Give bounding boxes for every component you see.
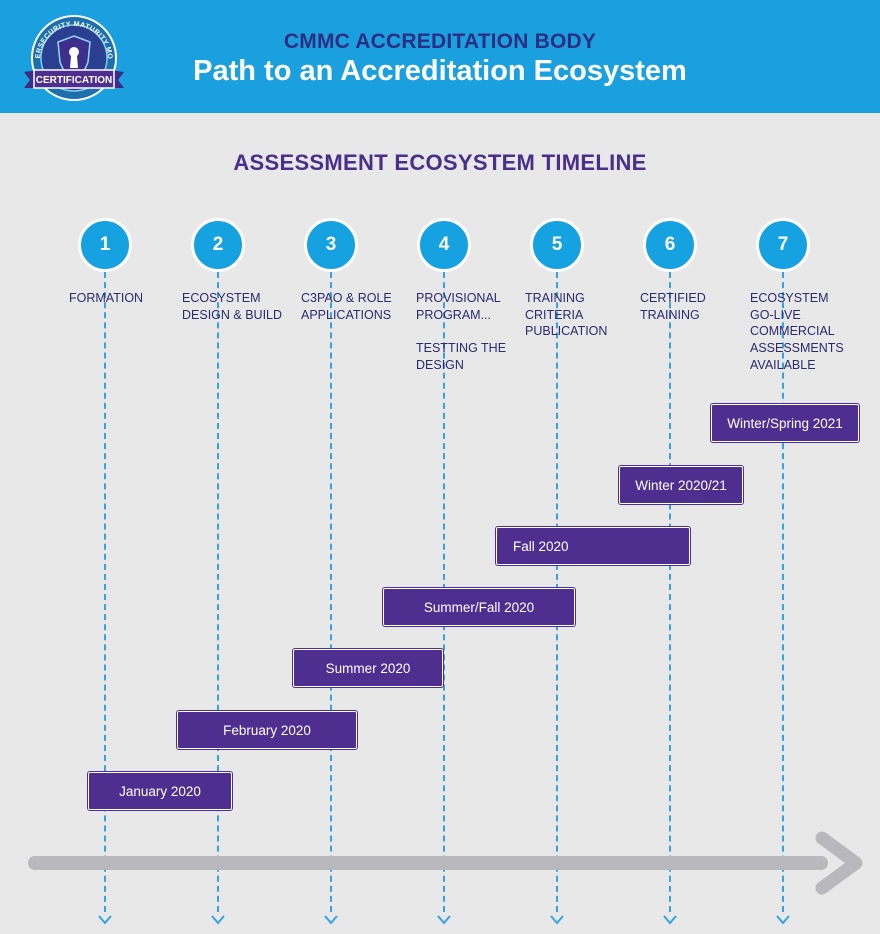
timeline-dashed-line <box>330 272 332 912</box>
chevron-down-icon <box>324 915 338 925</box>
step-3-circle: 3 <box>304 218 358 272</box>
step-5-circle: 5 <box>530 218 584 272</box>
timeline-dashed-line <box>217 272 219 912</box>
period-january-2020: January 2020 <box>88 772 232 810</box>
period-winter-2020-21: Winter 2020/21 <box>619 466 743 504</box>
period-summer-2020: Summer 2020 <box>293 649 443 687</box>
period-fall-2020: Fall 2020 <box>496 527 690 565</box>
time-axis <box>28 856 828 870</box>
step-2-circle: 2 <box>191 218 245 272</box>
step-5-label: TRAINING CRITERIA PUBLICATION <box>525 291 608 339</box>
chevron-down-icon <box>550 915 564 925</box>
timeline-dashed-line <box>782 272 784 912</box>
chevron-down-icon <box>437 915 451 925</box>
org-name: CMMC ACCREDITATION BODY <box>283 30 597 53</box>
arrow-right-icon <box>815 831 863 895</box>
step-1-circle: 1 <box>78 218 132 272</box>
timeline-title: ASSESSMENT ECOSYSTEM TIMELINE <box>233 150 647 175</box>
badge-ribbon-text: CERTIFICATION <box>36 75 112 86</box>
chevron-down-icon <box>663 915 677 925</box>
period-winter-spring-2021: Winter/Spring 2021 <box>711 404 859 442</box>
chevron-down-icon <box>776 915 790 925</box>
certification-badge-icon: CYBERSECURITY MATURITY MODEL CERTIFICATI… <box>18 10 124 101</box>
page-title: Path to an Accreditation Ecosystem <box>193 55 687 87</box>
header-banner: CYBERSECURITY MATURITY MODEL CERTIFICATI… <box>0 0 880 113</box>
period-summer-fall-2020: Summer/Fall 2020 <box>383 588 575 626</box>
step-3-label: C3PAO & ROLE APPLICATIONS <box>301 291 392 322</box>
step-7-label: ECOSYSTEM GO-LIVE COMMERCIAL ASSESSMENTS… <box>750 291 844 372</box>
timeline-dashed-line <box>104 272 106 912</box>
period-february-2020: February 2020 <box>177 711 357 749</box>
step-4-label: PROVISIONAL PROGRAM... TESTTING THE DESI… <box>416 291 507 372</box>
step-7-circle: 7 <box>756 218 810 272</box>
step-1-label: FORMATION <box>69 291 144 305</box>
step-4-circle: 4 <box>417 218 471 272</box>
timeline-dashed-line <box>669 272 671 912</box>
step-6-circle: 6 <box>643 218 697 272</box>
chevron-down-icon <box>211 915 225 925</box>
chevron-down-icon <box>98 915 112 925</box>
step-2-label: ECOSYSTEM DESIGN & BUILD <box>182 291 283 322</box>
step-6-label: CERTIFIED TRAINING <box>640 291 706 322</box>
